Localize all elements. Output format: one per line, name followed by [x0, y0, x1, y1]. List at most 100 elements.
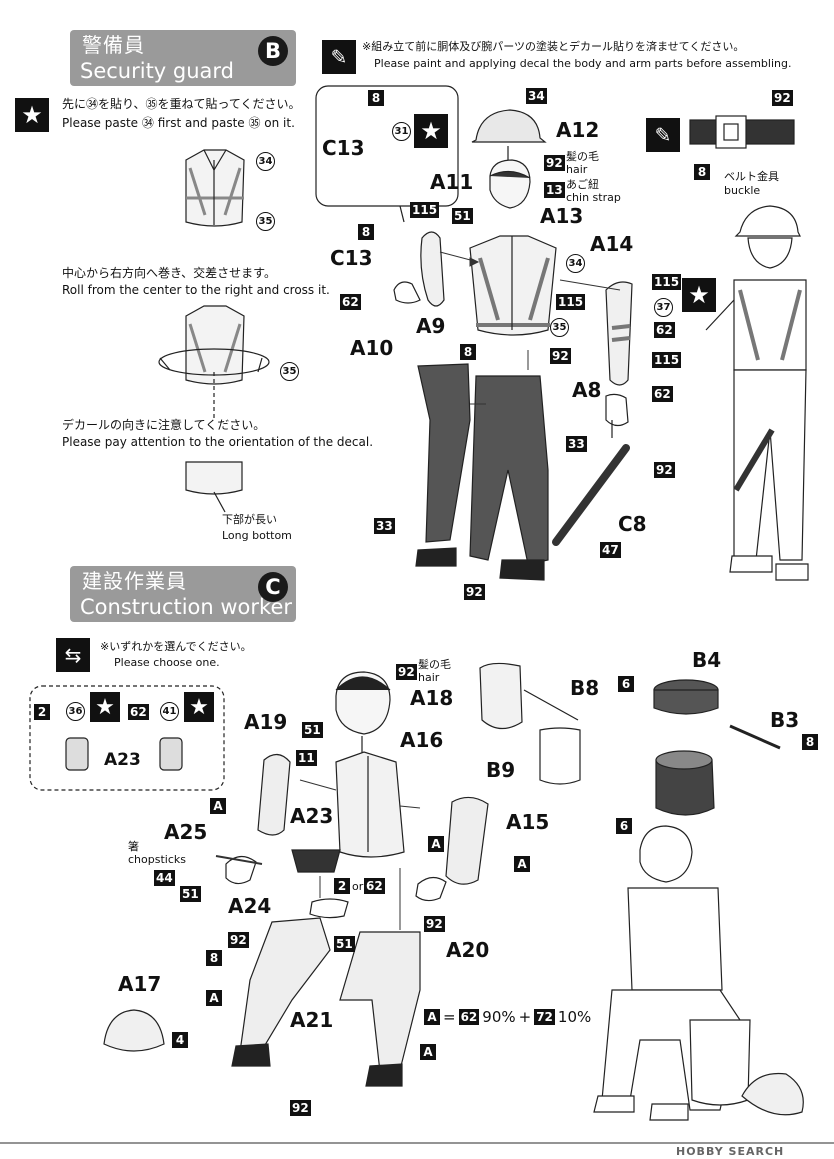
color-72: 72	[534, 1009, 555, 1025]
part-a15: A15	[506, 810, 550, 834]
step3-en: Please pay attention to the orientation …	[62, 435, 374, 449]
paint-note-en: Please paint and applying decal the body…	[374, 57, 792, 70]
section-c-title-en: Construction worker	[80, 595, 293, 619]
color-92: 92	[228, 932, 249, 948]
mix-formula: A = 62 90% + 72 10%	[424, 1008, 591, 1026]
color-47: 47	[600, 542, 621, 558]
decal-31-marker: 31	[392, 122, 411, 141]
color-4: 4	[172, 1032, 188, 1048]
hair-c-jp: 髪の毛	[418, 658, 451, 671]
footer-brand: HOBBY SEARCH	[676, 1145, 785, 1158]
color-2: 2	[334, 878, 350, 894]
color-11: 11	[296, 750, 317, 766]
section-c-letter: C	[258, 572, 288, 602]
mix-pct-1: 90%	[482, 1008, 516, 1026]
part-a10: A10	[350, 336, 394, 360]
section-c-header: 建設作業員 Construction worker C	[70, 566, 296, 622]
color-62: 62	[458, 1009, 480, 1025]
star-icon: ★	[682, 278, 716, 312]
part-a12: A12	[556, 118, 600, 142]
decal-35-marker-b: 35	[550, 318, 569, 337]
part-a16: A16	[400, 728, 444, 752]
chopsticks-en: chopsticks	[128, 853, 186, 866]
color-92: 92	[772, 90, 793, 106]
color-92: 92	[464, 584, 485, 600]
mix-plus: +	[518, 1008, 532, 1026]
part-b8: B8	[570, 676, 600, 700]
decal-37-marker: 37	[654, 298, 673, 317]
part-c13: C13	[322, 136, 365, 160]
hair-jp: 髪の毛	[566, 150, 599, 163]
mix-a-letter: A	[428, 836, 444, 852]
color-115: 115	[652, 274, 682, 290]
part-a23: A23	[290, 804, 334, 828]
paint-note-jp: ※組み立て前に胴体及び腕パーツの塗装とデカール貼りを済ませてください。	[362, 40, 745, 53]
part-a23-choice: A23	[104, 750, 141, 770]
section-b-letter: B	[258, 36, 288, 66]
brush-icon: ✎	[646, 118, 680, 152]
color-92: 92	[424, 916, 445, 932]
part-a21: A21	[290, 1008, 334, 1032]
chin-strap-jp: あご紐	[566, 178, 599, 191]
part-a24: A24	[228, 894, 272, 918]
color-92: 92	[290, 1100, 311, 1116]
decal-34-marker: 34	[256, 152, 275, 171]
decal-36-marker: 36	[66, 702, 85, 721]
long-bottom-jp: 下部が長い	[222, 513, 277, 526]
part-a9: A9	[416, 314, 446, 338]
part-c8: C8	[618, 512, 647, 536]
step2-en: Roll from the center to the right and cr…	[62, 283, 330, 297]
color-62: 62	[128, 704, 149, 720]
step1-jp: 先に㉞を貼り、㉟を重ねて貼ってください。	[62, 97, 301, 111]
hair-en: hair	[566, 163, 588, 176]
part-a19: A19	[244, 710, 288, 734]
guard-figure	[705, 205, 809, 581]
vest-drawing-3	[185, 461, 243, 513]
star-icon: ★	[15, 98, 49, 132]
hair-c-en: hair	[418, 671, 440, 684]
long-bottom-en: Long bottom	[222, 529, 292, 542]
part-b3: B3	[770, 708, 800, 732]
color-8: 8	[206, 950, 222, 966]
mix-equals: =	[443, 1008, 456, 1026]
color-8: 8	[368, 90, 384, 106]
color-6: 6	[618, 676, 634, 692]
color-8: 8	[802, 734, 818, 750]
decal-41-marker: 41	[160, 702, 179, 721]
section-b-title-en: Security guard	[80, 59, 235, 83]
color-115: 115	[410, 202, 440, 218]
part-a17: A17	[118, 972, 162, 996]
mix-a-letter: A	[206, 990, 222, 1006]
color-2: 2	[34, 704, 50, 720]
part-a25: A25	[164, 820, 208, 844]
part-a13: A13	[540, 204, 584, 228]
chin-strap-en: chin strap	[566, 191, 621, 204]
brush-icon: ✎	[322, 40, 356, 74]
mix-a-letter: A	[210, 798, 226, 814]
color-34: 34	[526, 88, 547, 104]
color-6: 6	[616, 818, 632, 834]
part-a11: A11	[430, 170, 474, 194]
color-92: 92	[550, 348, 571, 364]
color-92: 92	[544, 155, 565, 171]
or-text: or	[352, 880, 364, 893]
section-b-title-jp: 警備員	[82, 33, 145, 57]
color-51: 51	[180, 886, 201, 902]
color-8: 8	[694, 164, 710, 180]
part-a20: A20	[446, 938, 490, 962]
color-115: 115	[556, 294, 586, 310]
worker-figure	[593, 825, 804, 1121]
color-62: 62	[652, 386, 673, 402]
color-62: 62	[364, 878, 385, 894]
color-92: 92	[654, 462, 675, 478]
step1-en: Please paste ㉞ first and paste ㉟ on it.	[62, 116, 295, 130]
part-a8: A8	[572, 378, 602, 402]
mix-a-letter: A	[420, 1044, 436, 1060]
step2-jp: 中心から右方向へ巻き、交差させます。	[62, 266, 276, 280]
part-b4: B4	[692, 648, 722, 672]
part-b9: B9	[486, 758, 516, 782]
color-62: 62	[654, 322, 675, 338]
section-c-title-jp: 建設作業員	[82, 569, 187, 593]
vest-drawing-2	[158, 305, 270, 420]
